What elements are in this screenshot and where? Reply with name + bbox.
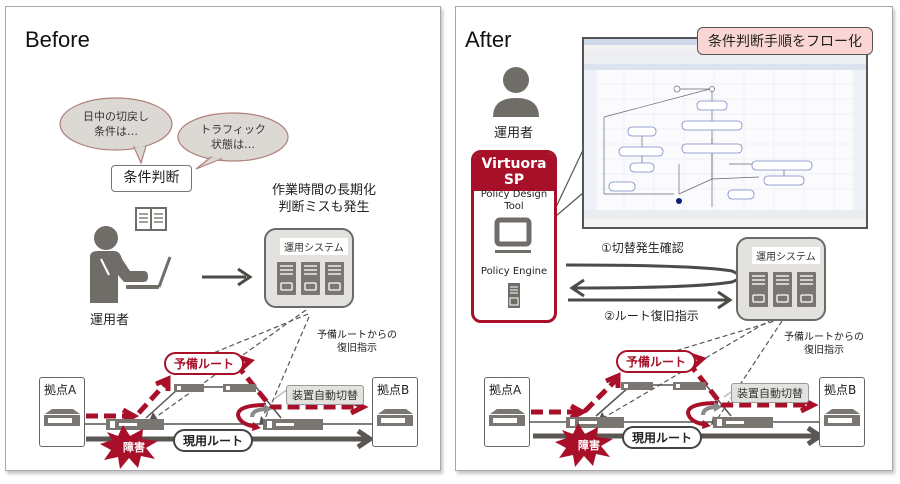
problem-text: 作業時間の長期化 判断ミスも発生	[264, 182, 384, 216]
before-graphics	[59, 97, 376, 469]
active-route-label: 現用ルート	[622, 426, 703, 449]
recovery-instruction-text: 予備ルートからの 復旧指示	[314, 329, 400, 355]
recovery-instruction-text: 予備ルートからの 復旧指示	[781, 331, 867, 357]
site-b-device-icon	[377, 409, 413, 426]
router-device-1	[106, 419, 164, 430]
before-title: Before	[25, 27, 90, 52]
router-device-3	[673, 382, 706, 390]
site-b-box: 拠点B	[819, 377, 865, 447]
virtuora-sp-title: Virtuora SP	[474, 153, 554, 191]
bubble-2-line-1: トラフィック	[200, 123, 266, 136]
router-device-2	[621, 382, 653, 390]
step-2-label: ②ルート復旧指示	[604, 309, 699, 323]
backup-route-arrow	[86, 362, 361, 419]
server-tower-icon	[508, 283, 520, 308]
problem-line-2: 判断ミスも発生	[278, 200, 370, 215]
auto-switch-label: 装置自動切替	[731, 383, 809, 403]
policy-design-tool-line-1: Policy Design	[480, 189, 548, 200]
router-device-1	[566, 417, 624, 428]
speech-bubble-1-text: 日中の切戻し 条件は…	[78, 109, 154, 139]
arrow-to-system	[202, 267, 253, 287]
speech-bubble-1	[59, 97, 173, 165]
router-device-4	[713, 417, 773, 428]
operator-label: 運用者	[90, 313, 130, 328]
recovery-line-2: 復旧指示	[337, 343, 377, 354]
operations-system-box: 運用システム	[264, 228, 354, 308]
active-route-label: 現用ルート	[173, 429, 254, 452]
auto-switch-label: 装置自動切替	[286, 385, 364, 405]
site-a-box: 拠点A	[39, 377, 85, 447]
site-a-label: 拠点A	[489, 383, 522, 397]
bubble-2-line-2: 状態は…	[211, 138, 255, 151]
policy-design-tool-line-2: Tool	[504, 201, 524, 212]
site-a-device-icon	[44, 409, 80, 426]
problem-line-1: 作業時間の長期化	[271, 183, 376, 198]
site-a-box: 拠点A	[484, 377, 530, 447]
decision-label: 条件判断	[111, 165, 192, 192]
recovery-line-1: 予備ルートからの	[784, 332, 864, 343]
recovery-line-1: 予備ルートからの	[317, 330, 397, 341]
laptop-monitor-icon	[494, 217, 532, 253]
router-device-4	[263, 419, 323, 430]
system-label: 運用システム	[752, 247, 820, 264]
router-device-2	[174, 384, 204, 392]
policy-design-tool-label: Policy Design Tool	[474, 189, 554, 213]
operator-icon	[493, 67, 539, 117]
auto-switch-loop-icon	[685, 384, 742, 429]
backup-route-label: 予備ルート	[616, 350, 697, 373]
site-b-label: 拠点B	[824, 383, 857, 397]
operator-at-laptop-icon	[90, 226, 172, 303]
workflow-editor-image	[584, 39, 866, 227]
flow-callout-label: 条件判断手順をフロー化	[697, 27, 873, 55]
backup-route-arrow	[531, 360, 811, 415]
failure-label: 障害	[123, 441, 145, 454]
site-b-label: 拠点B	[377, 383, 410, 397]
virtuora-sp-box: Virtuora SP Policy Design Tool Policy En…	[471, 150, 557, 323]
failure-burst-icon	[100, 425, 158, 469]
after-panel: After	[455, 6, 893, 471]
confirm-switch-arrow	[565, 263, 741, 298]
site-b-device-icon	[824, 409, 860, 426]
bubble-1-line-1: 日中の切戻し	[83, 110, 149, 123]
speech-bubble-2	[177, 112, 289, 170]
speech-bubble-2-text: トラフィック 状態は…	[196, 122, 270, 152]
system-label: 運用システム	[280, 238, 348, 255]
backup-route-label: 予備ルート	[164, 352, 245, 375]
failure-burst-icon	[555, 423, 613, 467]
book-icon	[135, 207, 167, 231]
step-1-label: ①切替発生確認	[601, 241, 684, 255]
operations-system-box: 運用システム	[736, 237, 826, 321]
policy-design-tool-screenshot	[582, 37, 868, 229]
before-panel: Before	[5, 6, 441, 471]
route-recovery-arrow	[568, 290, 733, 310]
site-a-label: 拠点A	[44, 383, 77, 397]
recovery-line-2: 復旧指示	[804, 345, 844, 356]
after-graphics	[493, 67, 826, 467]
auto-switch-loop-icon	[235, 386, 292, 431]
site-b-box: 拠点B	[372, 377, 418, 447]
site-a-device-icon	[489, 409, 525, 426]
bubble-1-line-2: 条件は…	[94, 125, 138, 138]
policy-engine-label: Policy Engine	[480, 266, 548, 277]
failure-label: 障害	[578, 439, 600, 452]
operator-label: 運用者	[494, 126, 534, 141]
after-title: After	[465, 27, 512, 52]
router-device-3	[223, 384, 256, 392]
